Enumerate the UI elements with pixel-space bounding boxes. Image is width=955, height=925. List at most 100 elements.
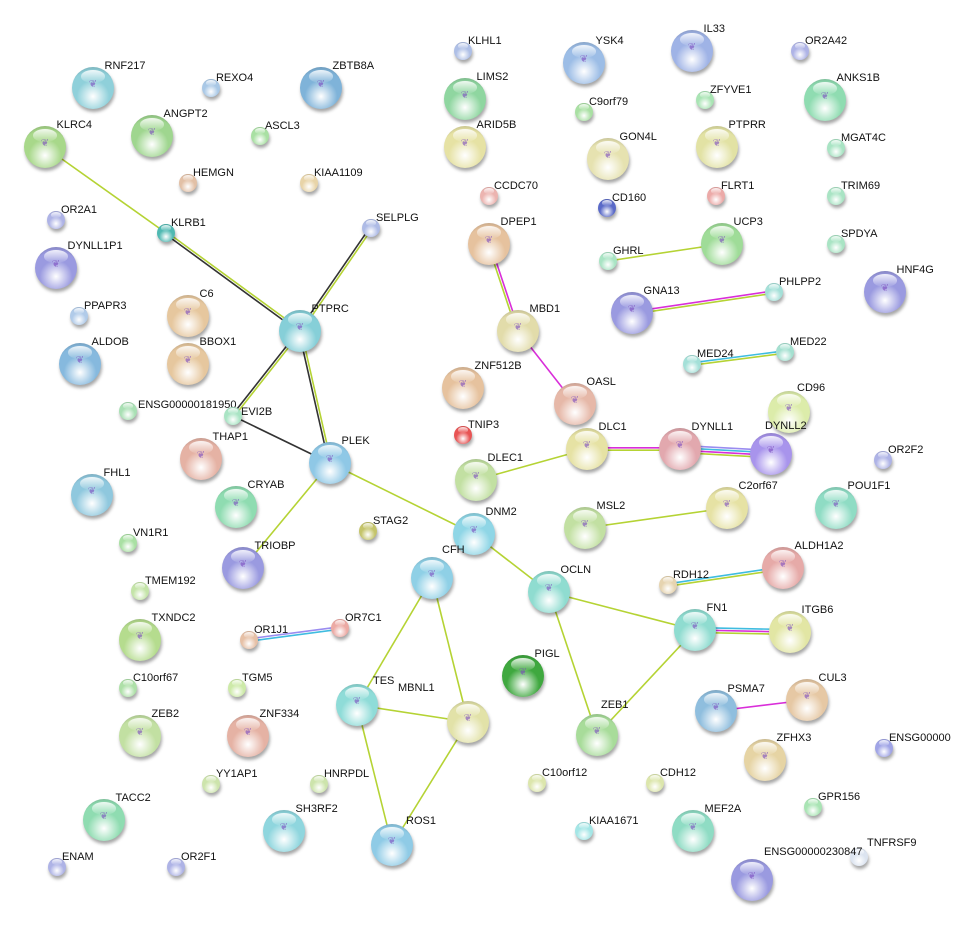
edge-MED24-MED22[interactable] <box>691 350 786 366</box>
edge-PLEK-DNM2[interactable] <box>329 462 475 535</box>
node-DNM2[interactable]: ❦ <box>453 513 495 555</box>
node-RNF217[interactable]: ❦ <box>72 67 114 109</box>
node-TNIP3[interactable] <box>454 426 472 444</box>
node-ENSG00000[interactable] <box>875 739 893 757</box>
node-YY1AP1[interactable] <box>202 775 220 793</box>
node-STAG2[interactable] <box>359 522 377 540</box>
node-MGAT4C[interactable] <box>827 139 845 157</box>
node-ALDH1A2[interactable]: ❦ <box>762 547 804 589</box>
node-CRYAB[interactable]: ❦ <box>215 486 257 528</box>
node-REXO4[interactable] <box>202 79 220 97</box>
node-TGM5[interactable] <box>228 679 246 697</box>
node-ENAM[interactable] <box>48 858 66 876</box>
node-SELPLG[interactable] <box>362 219 380 237</box>
node-POU1F1[interactable]: ❦ <box>815 487 857 529</box>
node-KIAA1109[interactable] <box>300 174 318 192</box>
node-MBNL1[interactable]: ❦ <box>447 701 489 743</box>
node-GON4L[interactable]: ❦ <box>587 138 629 180</box>
node-LIMS2[interactable]: ❦ <box>444 78 486 120</box>
node-OR2F2[interactable] <box>874 451 892 469</box>
node-DPEP1[interactable]: ❦ <box>468 223 510 265</box>
node-ANKS1B[interactable]: ❦ <box>804 79 846 121</box>
node-PHLPP2[interactable] <box>765 283 783 301</box>
node-ITGB6[interactable]: ❦ <box>769 611 811 653</box>
node-SH3RF2[interactable]: ❦ <box>263 810 305 852</box>
node-OR2A42[interactable] <box>791 42 809 60</box>
node-SPDYA[interactable] <box>827 235 845 253</box>
node-PLEK[interactable]: ❦ <box>309 442 351 484</box>
node-KIAA1671[interactable] <box>575 822 593 840</box>
node-CD96[interactable]: ❦ <box>768 391 810 433</box>
node-C10orf67[interactable] <box>119 679 137 697</box>
edge-MSL2-C2orf67[interactable] <box>584 507 728 529</box>
node-PIGL[interactable]: ❦ <box>502 655 544 697</box>
node-C2orf67[interactable]: ❦ <box>706 487 748 529</box>
node-PSMA7[interactable]: ❦ <box>695 690 737 732</box>
edge-GNA13-PHLPP2[interactable] <box>631 290 775 315</box>
node-IL33[interactable]: ❦ <box>671 30 713 72</box>
node-ZEB2[interactable]: ❦ <box>119 715 161 757</box>
node-C6[interactable]: ❦ <box>167 295 209 337</box>
node-ZNF334[interactable]: ❦ <box>227 715 269 757</box>
node-DYNLL1[interactable]: ❦ <box>659 428 701 470</box>
node-MED24[interactable] <box>683 355 701 373</box>
edge-OCLN-FN1[interactable] <box>548 591 696 631</box>
node-MEF2A[interactable]: ❦ <box>672 810 714 852</box>
node-OASL[interactable]: ❦ <box>554 383 596 425</box>
node-DYNLL2[interactable]: ❦ <box>750 433 792 475</box>
node-HNRPDL[interactable] <box>310 775 328 793</box>
node-HNF4G[interactable]: ❦ <box>864 271 906 313</box>
node-TES[interactable]: ❦ <box>336 684 378 726</box>
node-KLHL1[interactable] <box>454 42 472 60</box>
edge-KLRC4-KLRB1[interactable] <box>44 146 167 234</box>
node-OR1J1[interactable] <box>240 631 258 649</box>
node-KLRB1[interactable] <box>157 224 175 242</box>
node-C10orf12[interactable] <box>528 774 546 792</box>
node-OR2F1[interactable] <box>167 858 185 876</box>
edge-FN1-ZEB1[interactable] <box>596 629 696 736</box>
node-TRIOBP[interactable]: ❦ <box>222 547 264 589</box>
node-DLC1[interactable]: ❦ <box>566 428 608 470</box>
edge-CFH-MBNL1[interactable] <box>431 577 469 723</box>
node-TNFRSF9[interactable] <box>850 848 868 866</box>
node-MBD1[interactable]: ❦ <box>497 310 539 352</box>
node-MSL2[interactable]: ❦ <box>564 507 606 549</box>
node-FN1[interactable]: ❦ <box>674 609 716 651</box>
node-ENSG00000230847[interactable]: ❦ <box>731 859 773 901</box>
node-CUL3[interactable]: ❦ <box>786 679 828 721</box>
node-BBOX1[interactable]: ❦ <box>167 343 209 385</box>
node-MED22[interactable] <box>776 343 794 361</box>
node-UCP3[interactable]: ❦ <box>701 223 743 265</box>
node-CCDC70[interactable] <box>480 187 498 205</box>
node-C9orf79[interactable] <box>575 103 593 121</box>
node-PTPRC[interactable]: ❦ <box>279 310 321 352</box>
node-ALDOB[interactable]: ❦ <box>59 343 101 385</box>
node-OCLN[interactable]: ❦ <box>528 571 570 613</box>
node-VN1R1[interactable] <box>119 534 137 552</box>
node-OR7C1[interactable] <box>331 619 349 637</box>
node-TMEM192[interactable] <box>131 582 149 600</box>
node-FLRT1[interactable] <box>707 187 725 205</box>
node-GNA13[interactable]: ❦ <box>611 292 653 334</box>
node-THAP1[interactable]: ❦ <box>180 438 222 480</box>
node-OR2A1[interactable] <box>47 211 65 229</box>
node-CDH12[interactable] <box>646 774 664 792</box>
edge-OR1J1-OR7C1[interactable] <box>248 626 341 642</box>
node-ANGPT2[interactable]: ❦ <box>131 115 173 157</box>
node-DLEC1[interactable]: ❦ <box>455 459 497 501</box>
node-ZFYVE1[interactable] <box>696 91 714 109</box>
edge-MBNL1-ROS1[interactable] <box>391 721 469 846</box>
node-EVI2B[interactable] <box>224 407 242 425</box>
node-TRIM69[interactable] <box>827 187 845 205</box>
node-GPR156[interactable] <box>804 798 822 816</box>
node-CD160[interactable] <box>598 199 616 217</box>
node-ENSG00000181950[interactable] <box>119 402 137 420</box>
node-YSK4[interactable]: ❦ <box>563 42 605 84</box>
node-ZEB1[interactable]: ❦ <box>576 714 618 756</box>
node-TACC2[interactable]: ❦ <box>83 799 125 841</box>
node-DYNLL1P1[interactable]: ❦ <box>35 247 77 289</box>
node-ASCL3[interactable] <box>251 127 269 145</box>
edge-PLEK-TRIOBP[interactable] <box>242 462 331 569</box>
edge-TES-ROS1[interactable] <box>356 704 393 846</box>
node-ROS1[interactable]: ❦ <box>371 824 413 866</box>
